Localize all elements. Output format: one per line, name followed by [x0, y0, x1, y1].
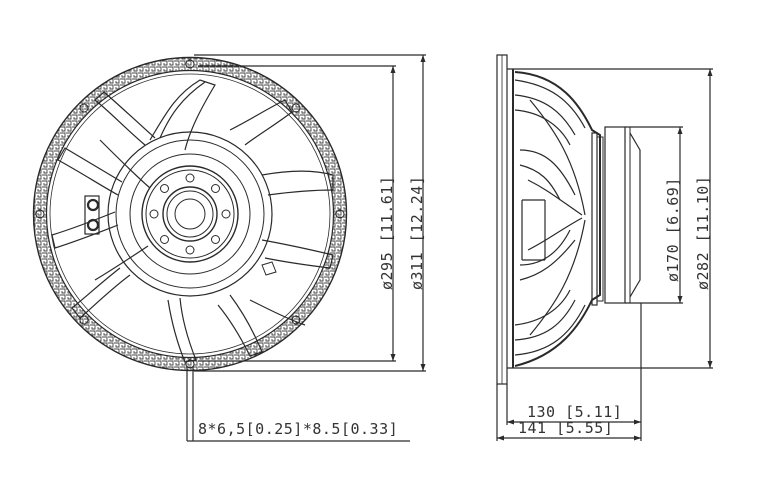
dim-outer-diameter: ø311 [12.24] — [408, 175, 426, 290]
dim-magnet-diameter: ø170 [6.69] — [664, 177, 682, 282]
basket-spokes — [51, 79, 334, 363]
motor-outer — [107, 131, 273, 297]
front-view — [32, 54, 426, 442]
dim-overall-depth: 141 [5.55] — [518, 419, 614, 437]
dim-mounting-holes: 8*6,5[0.25]*8.5[0.33] — [198, 420, 399, 438]
gasket-ring — [33, 57, 347, 371]
side-dimension-lines — [496, 69, 711, 441]
dim-basket-diameter: ø282 [11.10] — [694, 175, 712, 290]
magnet — [604, 126, 626, 304]
basket-outline — [514, 71, 601, 367]
front-arrowheads — [390, 55, 426, 371]
dim-depth-without-flange: 130 [5.11] — [527, 403, 623, 421]
magnet-bolts — [149, 173, 231, 255]
dim-inner-diameter: ø295 [11.61] — [378, 175, 396, 290]
mounting-holes — [35, 59, 345, 369]
basket-ribs — [514, 79, 586, 356]
terminal-block — [84, 195, 100, 235]
side-arrowheads — [497, 69, 713, 441]
front-dimension-lines — [186, 54, 426, 442]
side-view — [496, 54, 713, 441]
